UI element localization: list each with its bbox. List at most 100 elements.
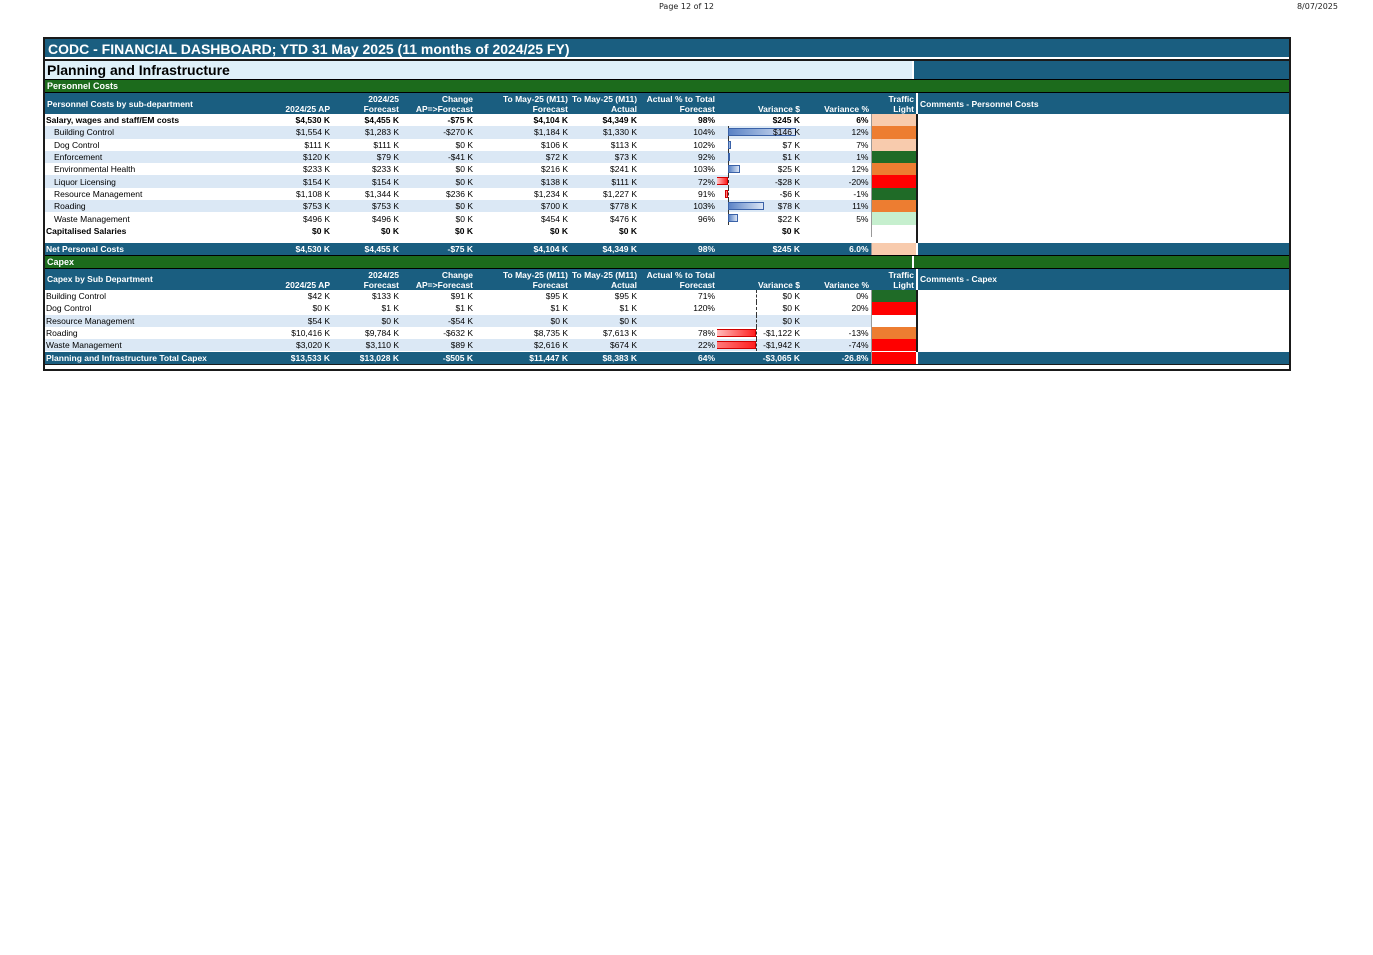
traffic-light [870, 241, 917, 255]
cell-pct: 78% [697, 328, 715, 338]
total-ap: $4,530 K [262, 241, 332, 255]
traffic-light [870, 302, 917, 315]
cell-ap: $1,108 K [295, 188, 330, 199]
cell-ap: $3,020 K [262, 339, 332, 352]
variance-bar [717, 341, 756, 350]
cell-ytd-forecast: $454 K [541, 213, 568, 224]
comment-cell[interactable] [916, 175, 1289, 188]
cell-variance: $0 K [782, 225, 800, 236]
comment-cell[interactable] [916, 187, 1289, 201]
cell-variance: $1 K [717, 150, 802, 164]
comment-cell[interactable] [916, 138, 1289, 151]
comment-cell[interactable] [916, 339, 1289, 352]
row-label: Resource Management [45, 314, 262, 327]
comment-cell[interactable] [916, 163, 1289, 176]
traffic-light [870, 187, 917, 201]
cell-forecast: $1 K [381, 303, 400, 314]
comment-cell[interactable] [916, 200, 1289, 213]
cell-change: $89 K [401, 339, 475, 352]
total-variance-pct: -26.8% [802, 351, 871, 365]
traffic-light [870, 138, 917, 151]
col-ytd-actual: To May-25 (M11)Actual [570, 93, 639, 114]
comment-cell[interactable] [916, 150, 1289, 164]
variance-bar-axis [756, 289, 757, 303]
cell-ytd-forecast: $138 K [475, 175, 570, 188]
cell-variance: $25 K [717, 163, 802, 176]
cell-ap: $42 K [307, 291, 330, 302]
cell-variance: $245 K [772, 115, 800, 126]
table-row: Waste Management$3,020 K$3,110 K$89 K$2,… [45, 339, 1289, 352]
variance-bar [728, 140, 732, 149]
traffic-light [870, 114, 917, 127]
variance-bar [728, 128, 796, 137]
comment-cell[interactable] [916, 212, 1289, 225]
cell-ytd-forecast: $1 K [550, 303, 569, 314]
cell-variance: $7 K [717, 138, 802, 151]
cell-pct: 96% [697, 213, 715, 224]
comment-cell[interactable] [916, 289, 1289, 303]
total-variance-pct: 6.0% [802, 241, 871, 255]
variance-bar [717, 177, 728, 186]
col-ytd-actual: To May-25 (M11)Actual [570, 268, 639, 290]
cell-variance: -$28 K [717, 175, 802, 188]
traffic-light [870, 351, 917, 365]
cell-ytd-actual: $113 K [610, 139, 637, 150]
cell-forecast: $1,283 K [332, 126, 401, 139]
cell-ap: $496 K [303, 213, 330, 224]
comment-cell[interactable] [916, 114, 1289, 127]
traffic-light [870, 289, 917, 303]
comment-cell[interactable] [916, 351, 1289, 365]
cell-variance: -$6 K [717, 187, 802, 201]
cell-variance-pct [802, 314, 871, 327]
variance-bar-axis [756, 326, 757, 340]
cell-ytd-forecast: $72 K [475, 150, 570, 164]
col-label: Capex by Sub Department [45, 268, 262, 290]
cell-ap: $10,416 K [291, 328, 330, 338]
cell-variance-pct: 11% [802, 200, 871, 213]
cell-ytd-forecast: $1,184 K [475, 126, 570, 139]
cell-change: $91 K [450, 291, 473, 302]
cell-forecast: $3,110 K [332, 339, 401, 352]
table-row: Environmental Health$233 K$233 K$0 K$216… [45, 163, 1289, 176]
total-pct: 98% [639, 241, 717, 255]
cell-ap: $1,554 K [262, 126, 332, 139]
cell-ap: $233 K [303, 164, 330, 175]
comment-cell[interactable] [916, 302, 1289, 315]
comment-cell[interactable] [916, 224, 1289, 237]
col-comments: Comments - Capex [916, 268, 1289, 290]
cell-change: -$75 K [447, 115, 473, 126]
total-variance: $245 K [717, 241, 802, 255]
comment-cell[interactable] [916, 314, 1289, 327]
cell-ap: $0 K [312, 225, 330, 236]
cell-change: $0 K [401, 200, 475, 213]
comment-cell[interactable] [916, 241, 1289, 255]
cell-ytd-actual: $778 K [570, 200, 639, 213]
cell-ytd-forecast: $0 K [475, 314, 570, 327]
row-label: Dog Control [46, 303, 92, 314]
comment-cell[interactable] [916, 326, 1289, 340]
capex-rows: Building Control$42 K$133 K$91 K$95 K$95… [45, 289, 1289, 365]
cell-pct: 71% [697, 291, 715, 302]
table-row: Resource Management$1,108 K$1,344 K$236 … [45, 187, 1289, 201]
row-label: Environmental Health [54, 164, 136, 175]
cell-ytd-forecast: $216 K [541, 164, 568, 175]
comment-cell[interactable] [916, 126, 1289, 139]
traffic-light [870, 326, 917, 340]
cell-variance-pct: 0% [856, 291, 869, 302]
variance-bar [728, 214, 739, 223]
cell-forecast: $0 K [381, 225, 399, 236]
cell-variance-pct: -13% [848, 328, 869, 338]
cell-forecast: $79 K [332, 150, 401, 164]
cell-variance-pct: 6% [856, 115, 869, 126]
cell-change: $236 K [446, 188, 473, 199]
total-ytd-forecast: $4,104 K [475, 241, 570, 255]
cell-pct [639, 314, 717, 327]
cell-variance-pct: -1% [853, 188, 869, 199]
traffic-light [870, 314, 917, 327]
cell-ytd-forecast: $1,234 K [533, 188, 568, 199]
